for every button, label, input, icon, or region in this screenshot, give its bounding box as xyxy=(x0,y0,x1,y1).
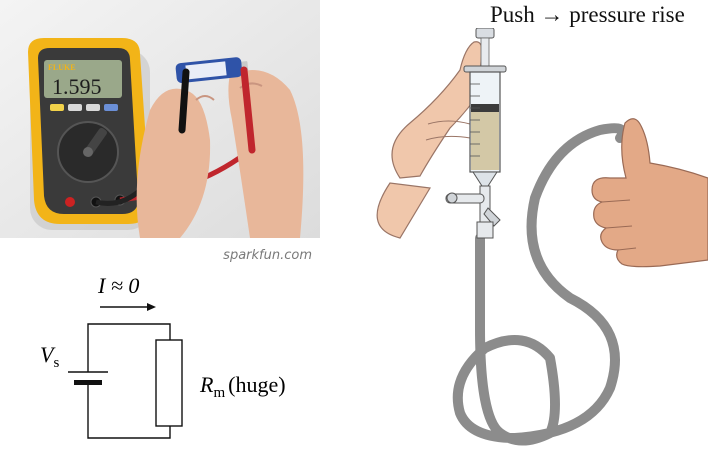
thumbs-up-hand xyxy=(592,119,708,267)
multimeter-photo: FLUKE 1.595 xyxy=(0,0,320,238)
battery-symbol xyxy=(68,372,108,385)
resistor-label: Rm(huge) xyxy=(199,372,286,401)
resistor-symbol xyxy=(156,340,182,426)
syringe-illustration xyxy=(330,28,708,448)
multimeter-photo-drawing: FLUKE 1.595 xyxy=(0,0,320,238)
source-voltage-label: Vs xyxy=(40,342,59,371)
meter-reading: 1.595 xyxy=(52,74,102,99)
meter-brand: FLUKE xyxy=(48,63,76,72)
pressure-caption: Push → pressure rise xyxy=(490,2,708,28)
current-label: I ≈ 0 xyxy=(97,273,139,298)
current-arrow xyxy=(100,303,156,311)
equivalent-circuit: I ≈ 0 Vs Rm(huge) xyxy=(0,258,320,453)
